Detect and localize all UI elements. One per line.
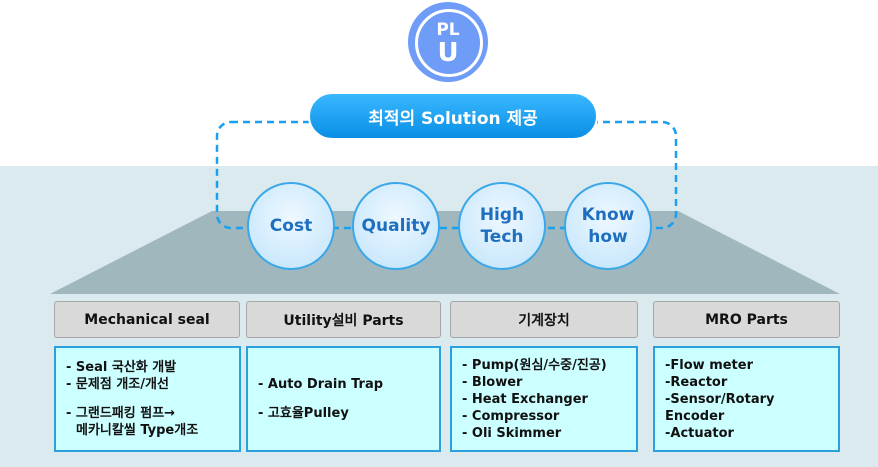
list-item: 메카니칼씰 Type개조 [76, 423, 199, 438]
category-box-mro-parts: -Flow meter -Reactor -Sensor/Rotary Enco… [653, 346, 840, 452]
category-header-utility-parts: Utility설비 Parts [246, 301, 441, 338]
list-item: - Compressor [462, 408, 560, 424]
list-item: - Heat Exchanger [462, 391, 588, 407]
category-box-machinery: - Pump(원심/수중/진공) - Blower - Heat Exchang… [450, 346, 638, 452]
category-header-mechanical-seal: Mechanical seal [54, 301, 240, 338]
platform-trapezoid [50, 211, 840, 294]
pillar-know-how: Know how [564, 182, 652, 270]
pillar-cost: Cost [247, 182, 335, 270]
list-item: - Auto Drain Trap [258, 377, 384, 392]
pillar-quality: Quality [352, 182, 440, 270]
solution-banner: 최적의 Solution 제공 [308, 92, 598, 140]
list-item: - Seal 국산화 개발 [66, 360, 177, 375]
list-item: - Oli Skimmer [462, 425, 562, 441]
list-item: - 고효율Pulley [258, 406, 349, 421]
list-item: - Blower [462, 374, 523, 390]
category-header-machinery: 기계장치 [450, 301, 638, 338]
list-item: - Pump(원심/수중/진공) [462, 357, 607, 373]
list-item: - 그랜드패킹 펌프→ [66, 406, 176, 421]
dashed-connector [215, 120, 678, 230]
category-header-mro-parts: MRO Parts [653, 301, 840, 338]
list-item: -Sensor/Rotary Encoder [665, 391, 775, 424]
category-box-utility-parts: - Auto Drain Trap - 고효율Pulley [246, 346, 441, 452]
list-item: -Flow meter [665, 357, 754, 373]
category-box-mechanical-seal: - Seal 국산화 개발 - 문제점 개조/개선 - 그랜드패킹 펌프→ 메카… [54, 346, 241, 452]
pillar-high-tech: High Tech [458, 182, 546, 270]
plu-logo: PL U [408, 2, 488, 82]
list-item: -Actuator [665, 425, 734, 441]
list-item: - 문제점 개조/개선 [66, 377, 169, 392]
list-item: -Reactor [665, 374, 728, 390]
